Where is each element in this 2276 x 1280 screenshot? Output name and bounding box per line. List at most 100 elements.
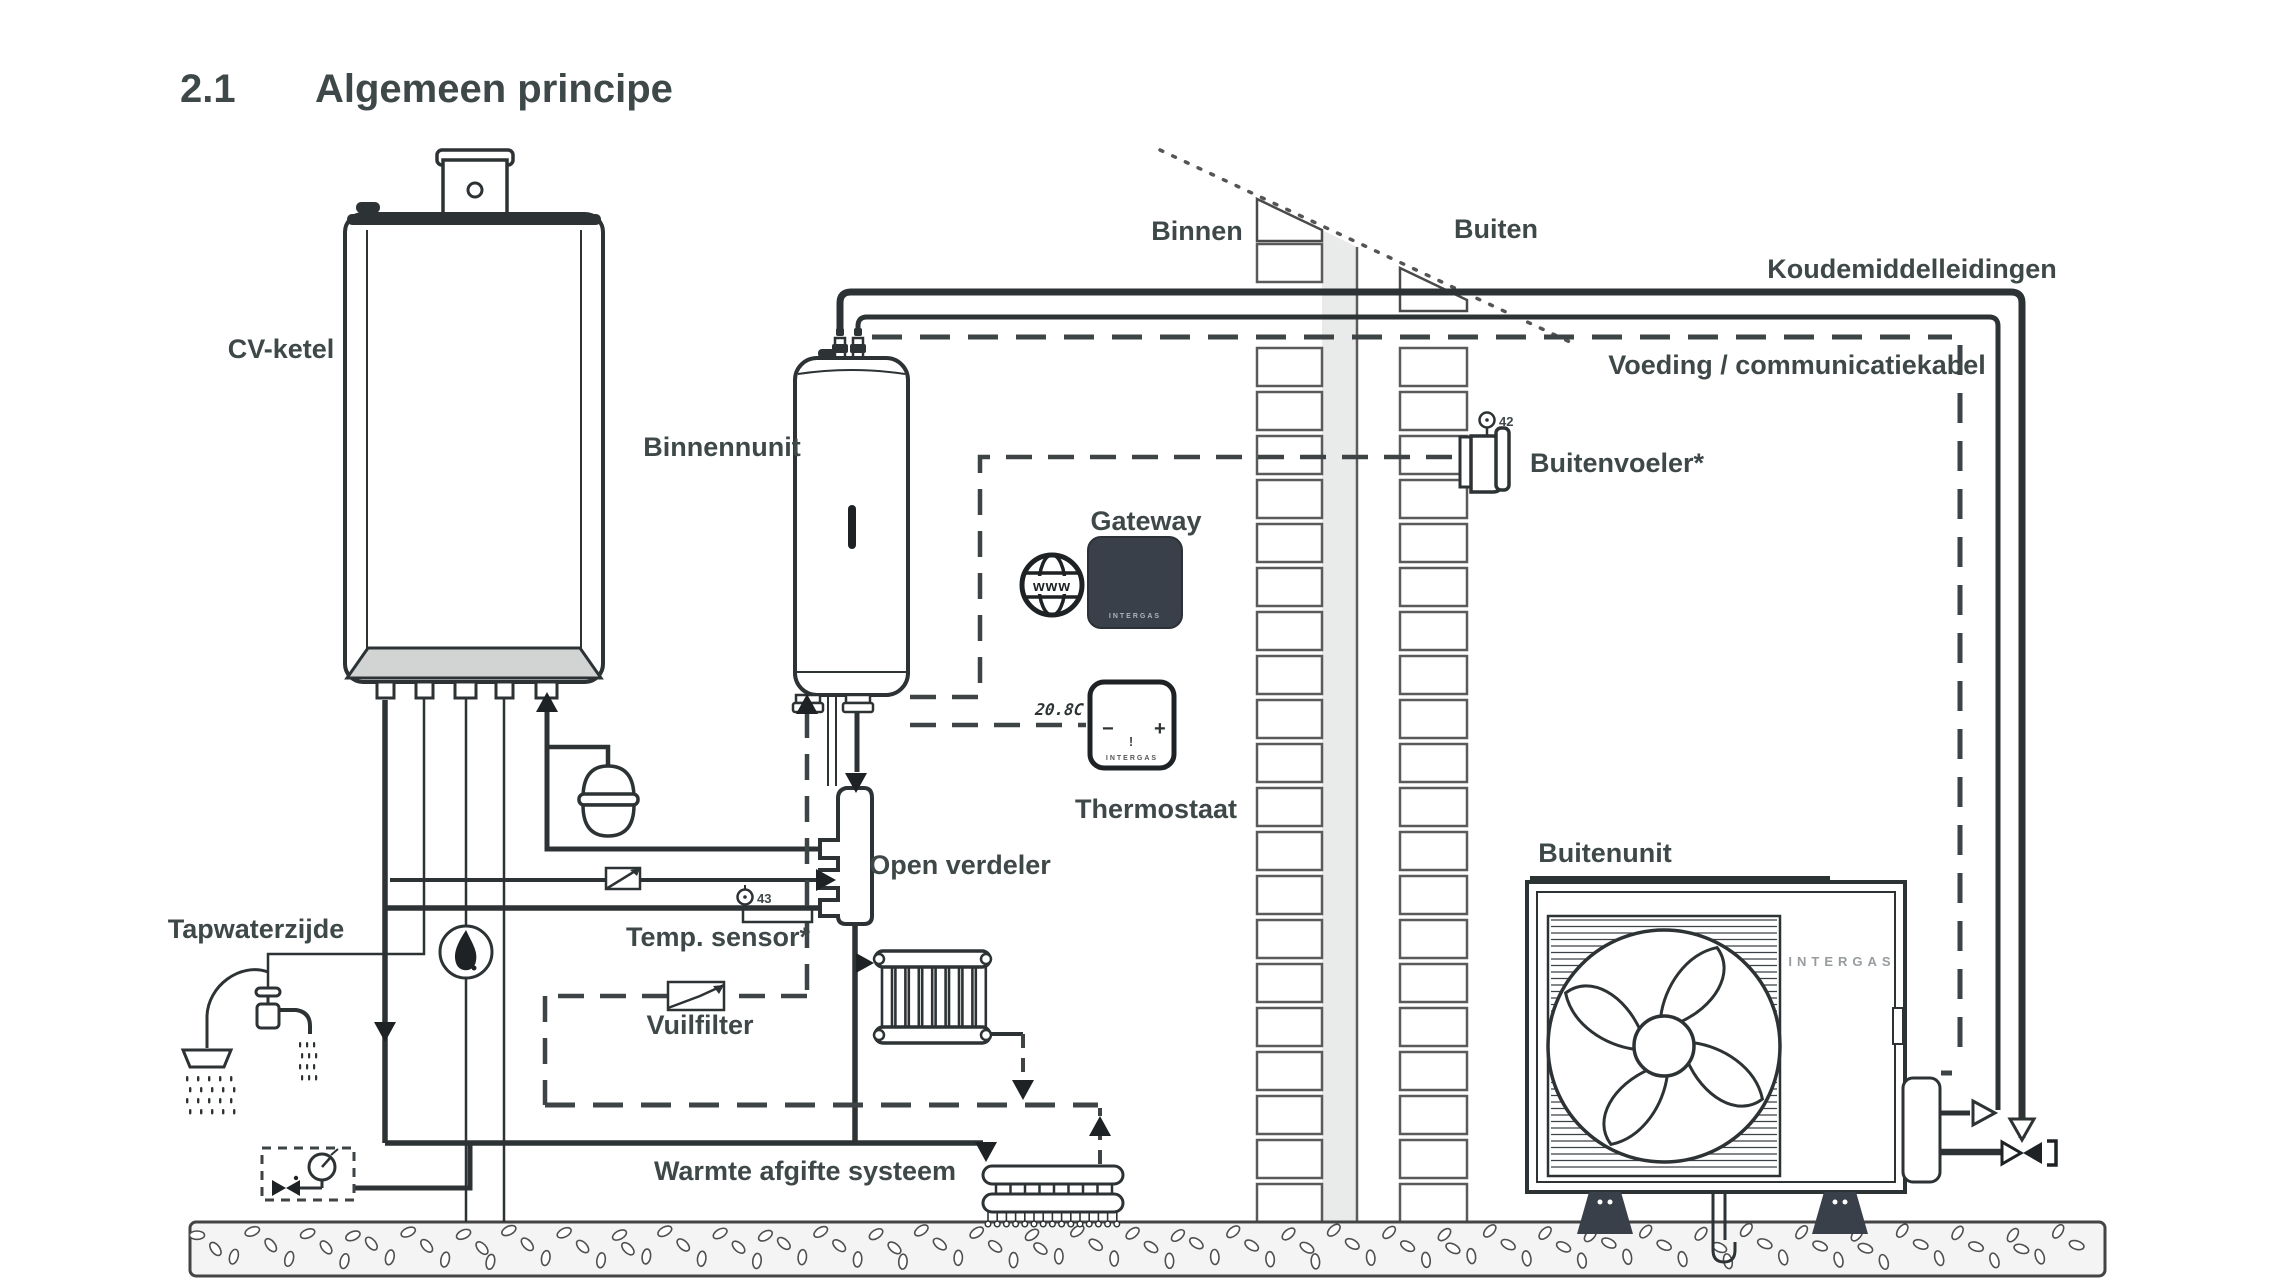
label-vuilfilter: Vuilfilter [646,1010,754,1040]
pipe-expansion-branch [547,744,611,766]
buitenvoeler: 42 Buitenvoeler* [1458,411,1705,494]
pipe-fill-loop [354,1143,473,1191]
www-globe-icon: www [1019,552,1085,618]
binnenunit-top-valves [832,328,866,360]
refrigerant-pipe-1 [836,288,2026,1138]
pipe-return-verdeler-top [544,710,822,852]
hydraulic-lines [266,695,1023,1222]
wall-cap-left [1255,197,1324,243]
arrow-down-radiator-return [1012,1080,1034,1100]
shower-pipe [205,968,269,1048]
boiler-connection-stubs [375,680,559,700]
label-warmte-afgifte: Warmte afgifte systeem [654,1156,956,1186]
condensate-drain [1711,1194,1737,1264]
check-valve [604,866,642,891]
connection-cover [1901,1076,1942,1184]
floor-manifold-ties [994,1184,1114,1194]
label-thermostaat: Thermostaat [1075,794,1237,824]
tapwater-side: Tapwaterzijde [168,914,356,1202]
arrow-down-supply [374,1022,396,1042]
radiator [872,949,993,1045]
label-buiten: Buiten [1454,214,1538,244]
label-tapwaterzijde: Tapwaterzijde [168,914,345,944]
fan-hub [1632,1014,1696,1078]
thermostat: 20.8C − + ! INTERGAS Thermostaat [1033,679,1237,824]
outdoor-unit: Buitenunit INTERGAS [1525,838,1942,1264]
fill-valve-icon [272,1180,286,1196]
open-verdeler: Open verdeler [818,786,1051,926]
dashed-lines [542,334,1963,1164]
label-binnenunit: Binnennunit [643,432,800,462]
cv-boiler: CV-ketel [228,148,605,700]
refrigerant-pipes [836,288,2026,1156]
label-gateway: Gateway [1090,506,1201,536]
vuilfilter: Vuilfilter [646,980,754,1040]
open-verdeler-body [818,786,874,926]
fill-unit [260,1146,356,1202]
label-cv-ketel: CV-ketel [228,334,335,364]
arrow-up-floor-return [1089,1116,1111,1136]
flow-arrows [374,692,1111,1162]
binnenunit-vent [818,349,836,358]
binnenunit: Binnennunit [643,328,910,714]
wall-cavity [1322,230,1357,1222]
boiler-top-band [347,214,601,225]
water-drops-faucet [299,1042,318,1081]
thermostat-device [1087,679,1177,771]
cable-outdoor-unit [872,334,1963,1076]
roof-dotted-line [1158,148,1572,344]
temp-sensor-43: 43 Temp. sensor* [626,885,814,952]
refrigerant-pipe-2 [855,314,2001,1110]
pipe-dhw [266,698,426,1004]
expansion-vessel [577,764,640,838]
outdoor-unit-handle [1892,1007,1904,1045]
www-text: www [1032,578,1071,595]
open-arrow-down [2007,1117,2037,1144]
brick-column-outer [1398,346,1469,1224]
outdoor-unit-brand: INTERGAS [1788,954,1895,969]
gas-symbol [438,924,494,980]
arrow-right-radiator [856,953,874,973]
wall: Binnen Buiten [1151,148,1572,1224]
arrow-down-floor [975,1142,997,1162]
boiler-top-vent [356,202,380,213]
gateway-device [1087,536,1183,629]
floor-heating: Warmte afgifte systeem [654,1156,1125,1228]
label-voeding: Voeding / communicatiekabel [1608,350,1986,380]
unit-foot-right [1812,1192,1868,1234]
arrow-right-verdeler [816,869,836,891]
boiler-body [343,212,605,684]
flue-hole [466,181,484,199]
fan-icon [1563,945,1765,1147]
binnenunit-top-seam [797,369,906,375]
floor-loops [984,1212,1121,1228]
pipe-binnenunit-drain [827,695,837,786]
shower-head-icon [180,1048,234,1069]
arrow-up-boiler [536,692,558,712]
label-buitenvoeler: Buitenvoeler* [1530,448,1705,478]
thermostat-minus-button: − [1102,718,1114,740]
page-title: Algemeen principe [315,67,673,111]
buitenvoeler-number: 42 [1499,414,1513,429]
arrow-down-verdeler [845,773,867,793]
brick-column-inner [1255,242,1324,1224]
label-koudemiddelleidingen: Koudemiddelleidingen [1767,254,2057,284]
temp-sensor-number: 43 [757,891,771,906]
fill-unit-box [260,1146,356,1202]
service-valves [1971,1098,2058,1167]
arrow-up-binnenunit [796,694,818,714]
label-temp-sensor: Temp. sensor* [626,922,811,952]
boiler-bottom-panel [344,646,604,680]
thermostat-plus-button: + [1154,718,1166,740]
section-number: 2.1 [180,67,236,111]
service-valve-icon [2000,1139,2024,1167]
radiator-fins [880,960,988,1034]
ground-pebbles [188,1222,2085,1271]
gateway: Gateway www INTERGAS [1019,506,1202,629]
label-buitenunit: Buitenunit [1538,838,1671,868]
thermostat-brand: INTERGAS [1106,755,1158,762]
thermostat-alert: ! [1129,734,1133,749]
faucet-icon [254,986,312,1034]
thermostat-display: 20.8C [1033,700,1084,719]
